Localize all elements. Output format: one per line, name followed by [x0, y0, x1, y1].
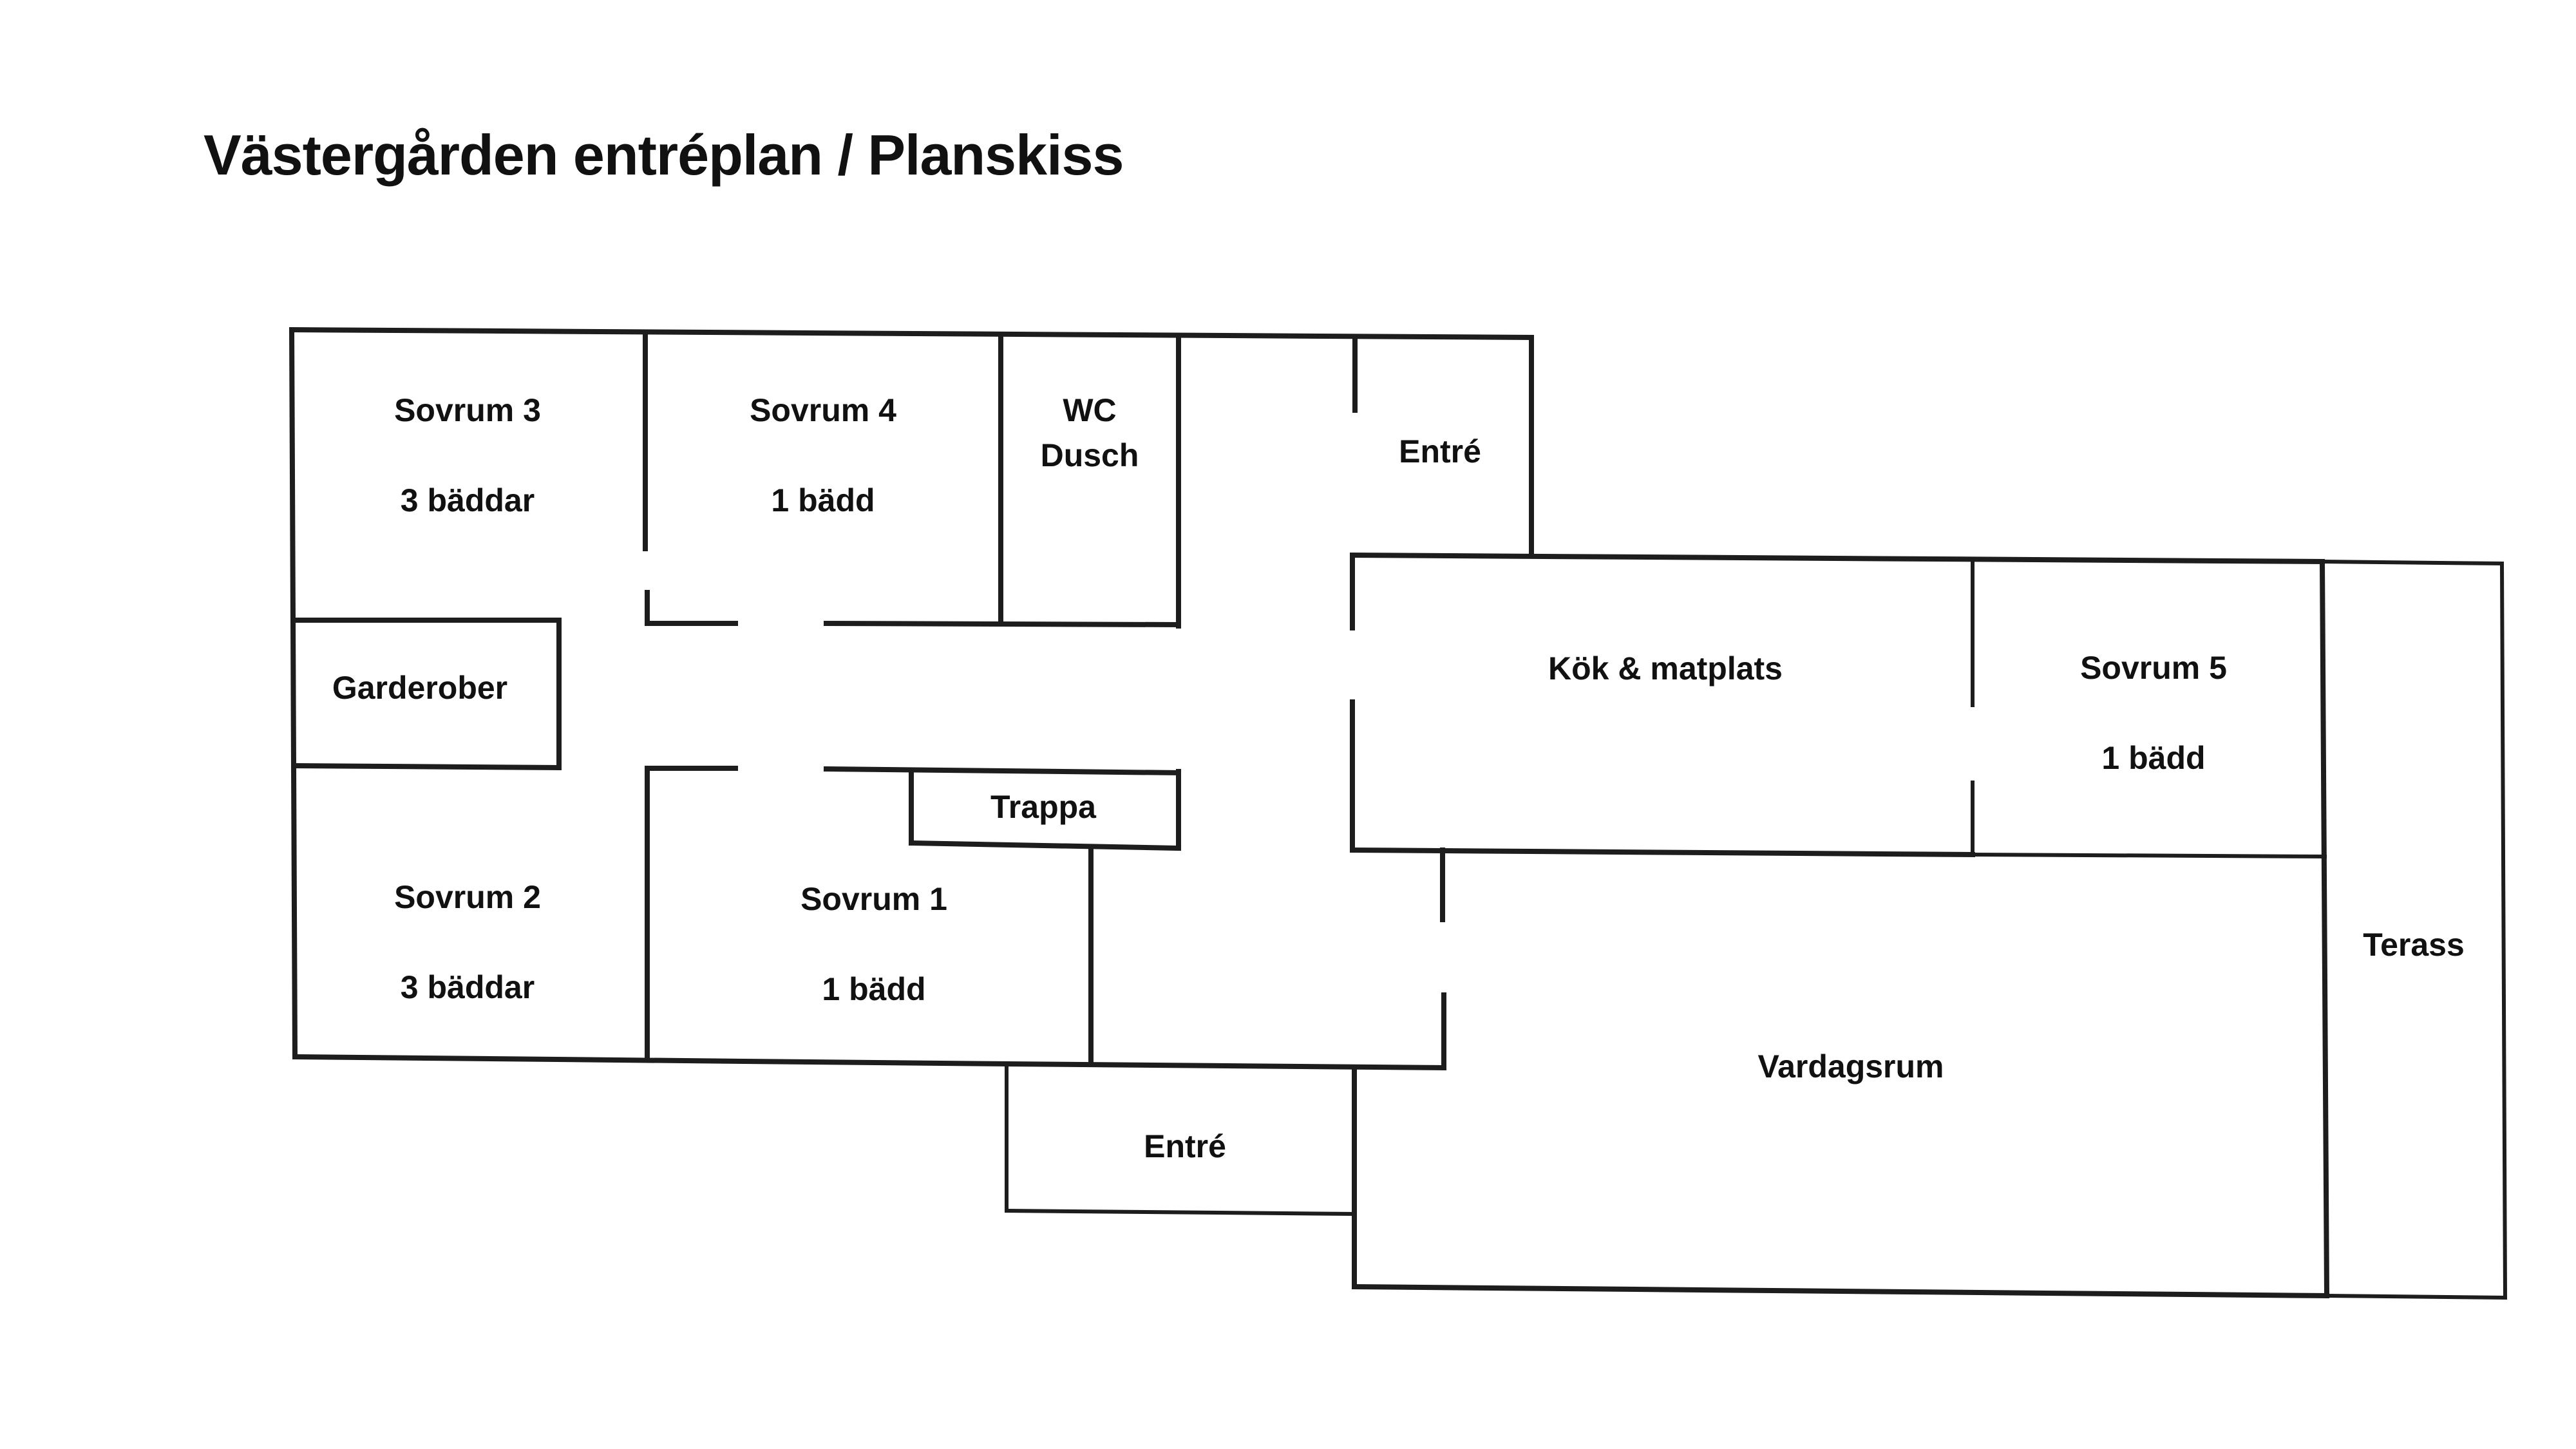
room-sovrum-4-name: Sovrum 4 — [750, 392, 896, 428]
wall-kok-top — [1349, 552, 2325, 565]
wall-bottom-hall — [1003, 1061, 1447, 1071]
room-kok: Kök & matplats — [1548, 650, 1783, 687]
room-trappa: Trappa — [990, 789, 1097, 825]
room-sovrum-3-name: Sovrum 3 — [394, 392, 541, 428]
wall-terass-right — [2499, 561, 2508, 1300]
room-entre-top: Entré — [1399, 433, 1481, 469]
room-sovrum-4-beds: 1 bädd — [771, 482, 875, 518]
wall-bottom-left — [292, 1054, 1010, 1067]
room-sovrum-2-beds: 3 bäddar — [401, 969, 535, 1005]
room-entre-bottom: Entré — [1144, 1128, 1226, 1164]
room-terass: Terass — [2363, 927, 2465, 963]
room-sovrum-1-beds: 1 bädd — [822, 971, 925, 1007]
wall-terass-bottom — [2324, 1293, 2508, 1300]
wall-s1-top-b — [823, 766, 1182, 776]
wall-terass-left — [2319, 558, 2330, 1299]
wall-s5-bottom — [1970, 852, 2327, 859]
page-title: Västergården entréplan / Planskiss — [204, 123, 1124, 187]
wall-terass-top — [2320, 559, 2505, 566]
room-wc-line1: WC — [1063, 392, 1116, 428]
room-sovrum-5-name: Sovrum 5 — [2080, 650, 2227, 686]
room-wc-line2: Dusch — [1041, 437, 1139, 473]
room-vardagsrum: Vardagsrum — [1757, 1048, 1944, 1084]
walls — [289, 327, 2508, 1300]
room-garderober: Garderober — [332, 670, 507, 706]
room-sovrum-1-name: Sovrum 1 — [800, 881, 947, 917]
wall-top-left — [289, 327, 1535, 341]
room-labels: Sovrum 3 3 bäddar Sovrum 4 1 bädd WC Dus… — [332, 392, 2465, 1164]
wall-trappa-bottom — [908, 840, 1182, 851]
wall-vardagsrum-bottom — [1351, 1283, 2330, 1299]
room-sovrum-2-name: Sovrum 2 — [394, 879, 541, 915]
room-sovrum-5-beds: 1 bädd — [2101, 740, 2205, 776]
wall-garderober-bottom — [292, 762, 562, 771]
wall-kok-bottom — [1349, 847, 1976, 858]
wall-entre-bottom-bottom — [1004, 1208, 1357, 1217]
wall-left — [289, 327, 298, 1060]
room-sovrum-3-beds: 3 bäddar — [401, 482, 535, 518]
